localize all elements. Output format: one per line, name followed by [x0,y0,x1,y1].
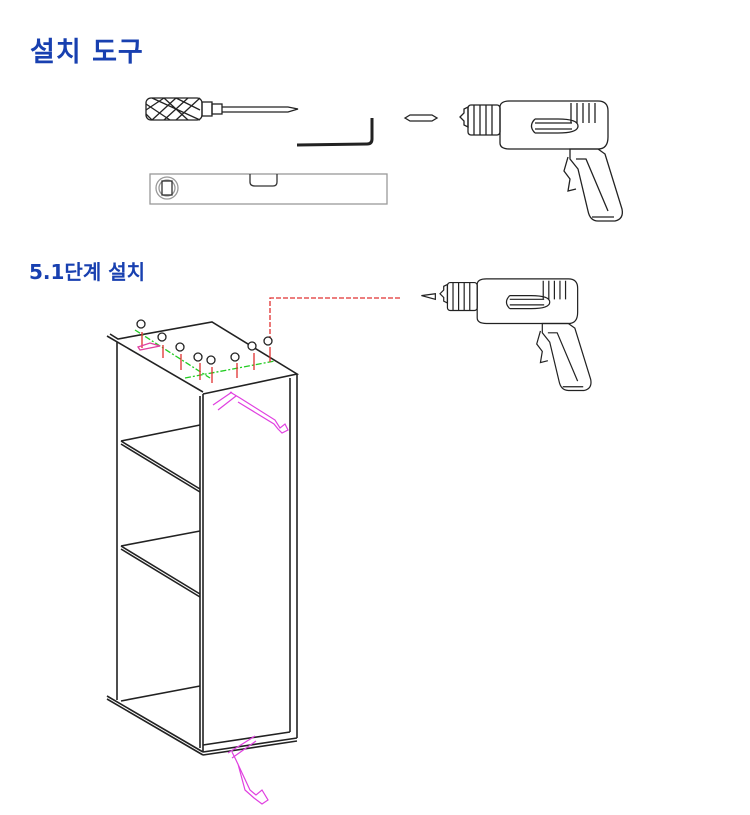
drill-bit-icon [403,114,439,122]
tools-section-title: 설치 도구 [30,37,144,68]
screws-icon [136,319,273,383]
spirit-level-icon [149,173,388,205]
step-section-title: 5.1단계 설치 [29,260,145,284]
cabinet-icon [106,321,300,756]
power-drill-icon [459,100,623,222]
guide-line [269,297,400,341]
screwdriver-icon [145,97,299,121]
hex-key-icon [296,118,374,147]
hex-key-icon [212,391,289,805]
power-drill-icon [421,278,592,392]
